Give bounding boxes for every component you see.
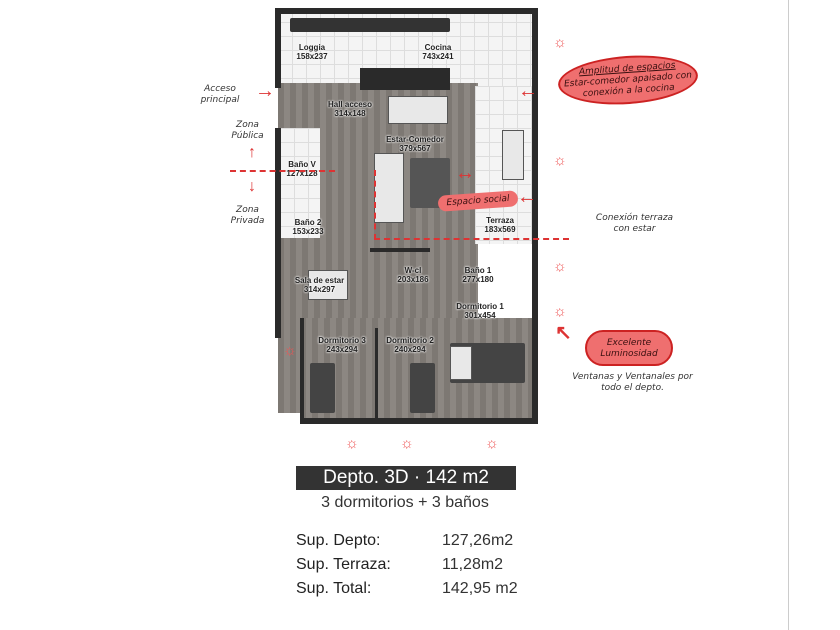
page-border <box>788 0 789 630</box>
unit-subtitle: 3 dormitorios + 3 baños <box>321 494 489 511</box>
room-size: 743x241 <box>422 52 454 61</box>
room-size: 301x454 <box>464 311 496 320</box>
room-size: 277x180 <box>462 275 494 284</box>
room-name: Estar-Comedor <box>386 135 444 144</box>
unit-title: Depto. 3D · 142 m2 <box>296 466 516 490</box>
sun-icon: ☼ <box>283 342 297 359</box>
sup-depto-label: Sup. Depto: <box>296 532 381 549</box>
luminosidad-bubble: Excelente Luminosidad <box>585 330 673 366</box>
sun-icon: ☼ <box>553 303 567 320</box>
sup-terraza-value: 11,28m2 <box>442 556 504 573</box>
arrow-up-icon: ↑ <box>248 144 256 161</box>
room-name: Loggia <box>298 43 326 52</box>
room-size: 158x237 <box>296 52 328 61</box>
double-arrow-icon: ↔ <box>455 162 475 184</box>
room-name: Dormitorio 3 <box>318 336 366 345</box>
sun-icon: ☼ <box>553 152 567 169</box>
room-name: Baño 1 <box>464 266 492 275</box>
room-size: 153x233 <box>292 227 324 236</box>
dining-table <box>388 96 448 124</box>
room-size: 240x294 <box>394 345 426 354</box>
acceso-label: Acceso principal <box>200 84 240 105</box>
zona-publica-label: Zona Pública <box>231 120 264 141</box>
social-border <box>374 238 569 240</box>
sofa <box>374 153 404 223</box>
room-name: Terraza <box>486 216 514 225</box>
room-name: W-cl <box>404 266 422 275</box>
room-name: Baño V <box>288 160 316 169</box>
arrow-icon: → <box>255 80 275 102</box>
sun-icon: ☼ <box>553 34 567 51</box>
room-size: 127x128 <box>286 169 318 178</box>
ventanas-label: Ventanas y Ventanales por todo el depto. <box>572 372 693 393</box>
room-size: 183x569 <box>484 225 516 234</box>
sun-icon: ☼ <box>485 435 499 452</box>
arrow-left-icon: ← <box>517 186 537 208</box>
room-size: 243x294 <box>326 345 358 354</box>
sup-total-value: 142,95 m2 <box>442 580 518 597</box>
room-name: Baño 2 <box>294 218 322 227</box>
sup-terraza-label: Sup. Terraza: <box>296 556 391 573</box>
arrow-up-icon: ↖ <box>555 322 572 344</box>
baths-area <box>280 128 320 238</box>
room-name: Dormitorio 1 <box>456 302 504 311</box>
zona-privada-label: Zona Privada <box>230 205 265 226</box>
room-size: 314x148 <box>334 109 366 118</box>
sun-icon: ☼ <box>400 435 414 452</box>
room-name: Sala de estar <box>294 276 345 285</box>
conexion-label: Conexión terraza con estar <box>595 213 674 234</box>
room-size: 379x567 <box>399 144 431 153</box>
arrow-left-icon: ← <box>518 80 538 102</box>
sup-total-label: Sup. Total: <box>296 580 372 597</box>
zone-divider <box>230 170 335 172</box>
room-name: Dormitorio 2 <box>386 336 434 345</box>
sun-icon: ☼ <box>553 258 567 275</box>
arrow-down-icon: ↓ <box>248 178 256 195</box>
sup-depto-value: 127,26m2 <box>442 532 514 549</box>
amplitud-bubble: Amplitud de espacios Estar-comedor apais… <box>556 51 700 109</box>
social-border <box>374 170 376 240</box>
room-name: Cocina <box>424 43 452 52</box>
room-size: 314x297 <box>303 285 336 294</box>
sun-icon: ☼ <box>345 435 359 452</box>
room-size: 203x186 <box>397 275 429 284</box>
room-name: Hall acceso <box>327 100 373 109</box>
